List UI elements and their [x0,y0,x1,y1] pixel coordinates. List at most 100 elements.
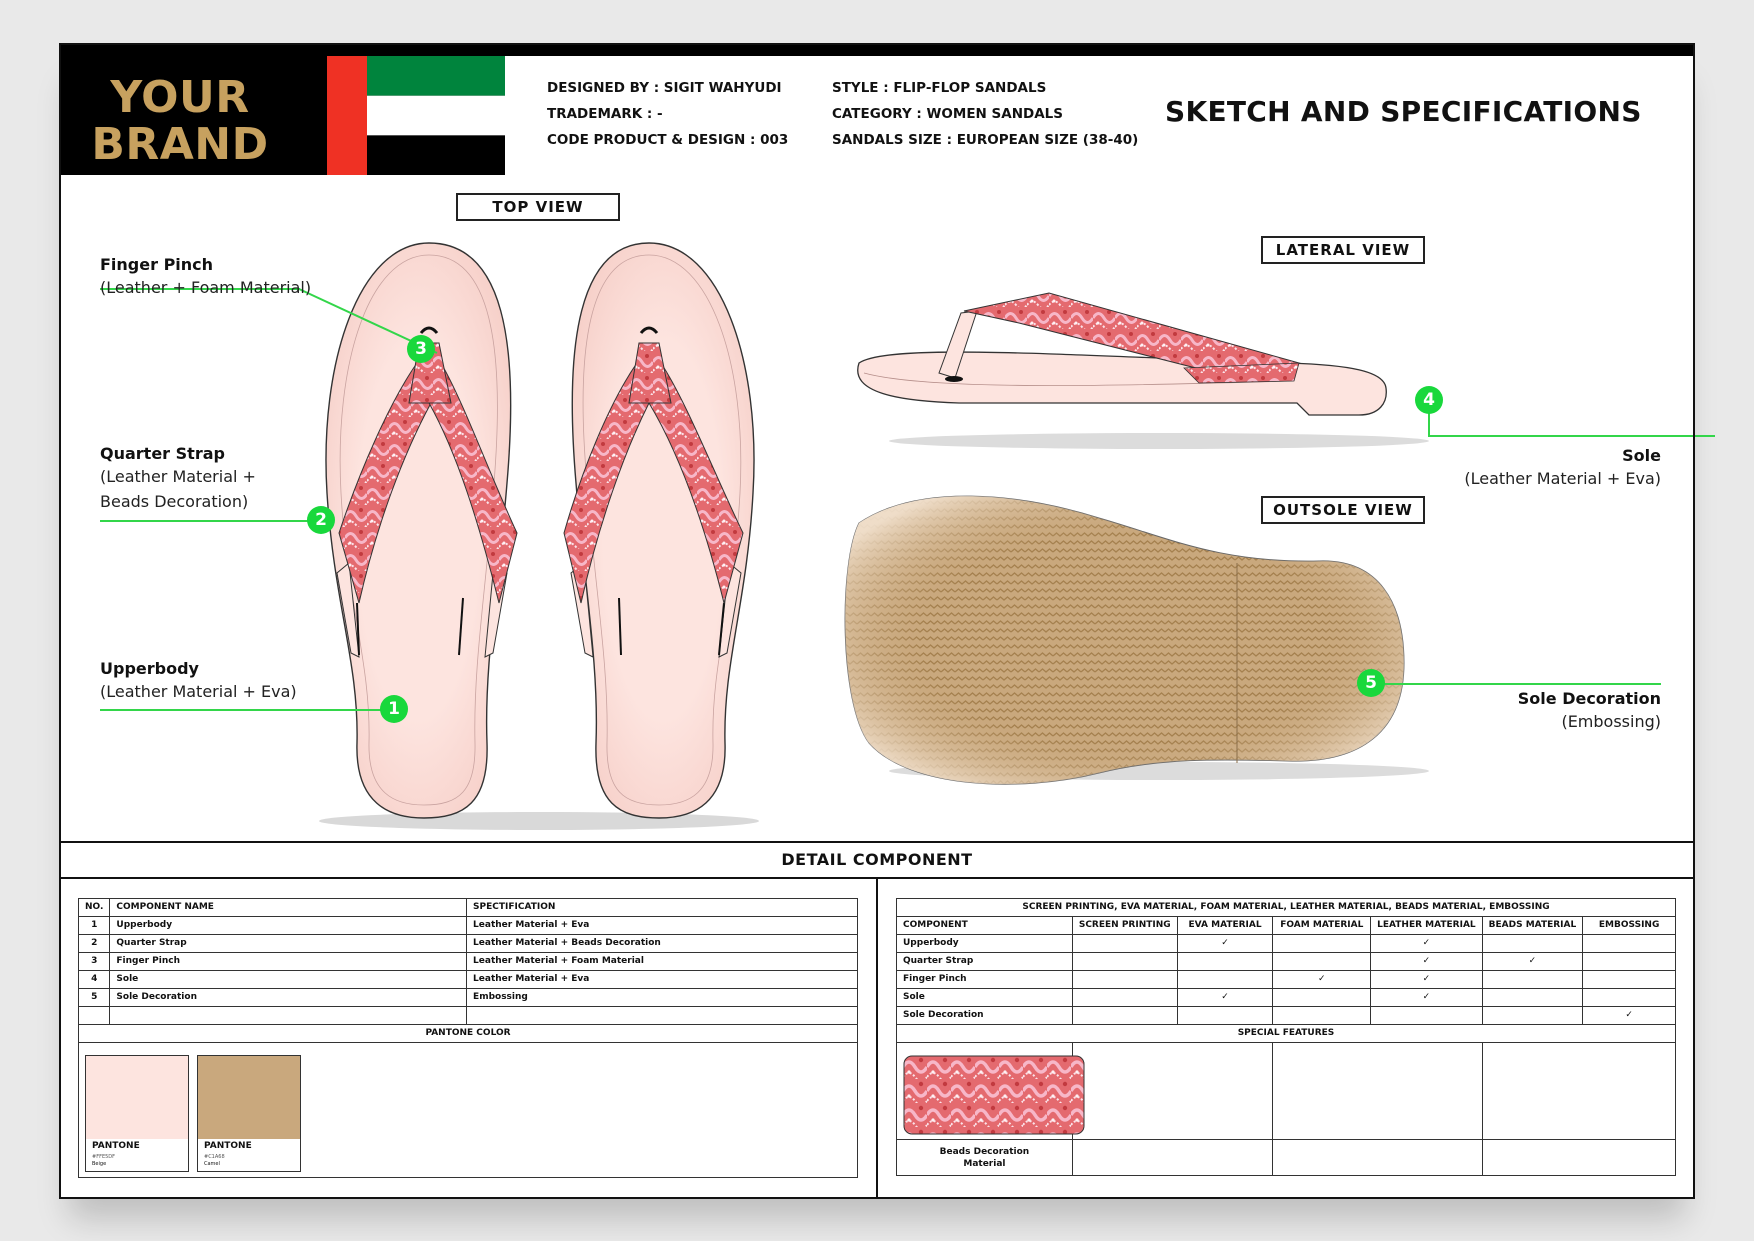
table-row: 3 Finger Pinch Leather Material + Foam M… [77,952,858,971]
callout-line-5 [1374,683,1661,685]
col-screen-printing: SCREEN PRINTING [1071,916,1178,935]
callout-line-1 [100,709,405,711]
style: STYLE : FLIP-FLOP SANDALS [832,80,1047,96]
cell: Sole [896,988,1073,1007]
detail-component-title: DETAIL COMPONENT [59,843,1695,879]
callout-badge-3: 3 [407,335,435,363]
cell: 2 [77,934,111,953]
table-row-empty [77,1006,858,1025]
cell: Quarter Strap [109,934,468,953]
col-eva-material: EVA MATERIAL [1176,916,1274,935]
cell: 3 [77,952,111,971]
cell [1272,952,1372,971]
table-row: 2 Quarter Strap Leather Material + Beads… [77,934,858,953]
callout-title-quarter-strap: Quarter Strap [100,444,225,463]
callout-sub-finger-pinch: (Leather + Foam Material) [100,278,312,297]
brand-logo: YOUR BRAND [79,74,281,168]
cell: Upperbody [109,916,468,935]
page-title: SKETCH AND SPECIFICATIONS [1165,95,1642,128]
special-caption-2: Material [963,1158,1006,1169]
meta-right: STYLE : FLIP-FLOP SANDALS CATEGORY : WOM… [832,75,1138,153]
cell [1370,1006,1483,1025]
beads-decoration-image [903,1055,1085,1135]
lateral-view-label: LATERAL VIEW [1261,236,1425,264]
cell: ✓ [1176,988,1274,1007]
callout-sub-sole-decoration: (Embossing) [1561,712,1661,731]
code-product: CODE PRODUCT & DESIGN : 003 [547,132,789,148]
callout-leader-4 [1428,400,1715,437]
cell: ✓ [1370,970,1483,989]
special-features-header: SPECIAL FEATURES [896,1024,1676,1043]
outsole-sole [844,495,1405,785]
cell: ✓ [1370,988,1483,1007]
special-feature-empty [1071,1139,1274,1176]
callout-badge-5: 5 [1357,669,1385,697]
pantone-label: PANTONE [204,1141,252,1151]
callout-title-finger-pinch: Finger Pinch [100,255,214,274]
brand-line-1: YOUR [110,72,250,123]
cell: Embossing [466,988,858,1007]
cell: 1 [77,916,111,935]
cell [1481,934,1584,953]
cell [1272,934,1372,953]
cell: Sole Decoration [109,988,468,1007]
cell [1071,952,1178,971]
cell: 5 [77,988,111,1007]
lateral-sandal [857,292,1387,416]
cell: Upperbody [896,934,1073,953]
cell: 4 [77,970,111,989]
cell [1071,970,1178,989]
callout-sub-quarter-strap: (Leather Material + Beads Decoration) [100,464,256,514]
cell [1071,1006,1178,1025]
table-row: Quarter Strap ✓ ✓ [896,952,1676,971]
cell [1071,988,1178,1007]
special-caption-1: Beads Decoration [939,1146,1030,1157]
sandal-illustrations [319,242,1429,830]
callout-sub-upperbody: (Leather Material + Eva) [100,682,297,701]
cell: Leather Material + Foam Material [466,952,858,971]
cell [1176,952,1274,971]
category: CATEGORY : WOMEN SANDALS [832,106,1063,122]
spec-sheet: YOUR BRAND DESIGNED BY : SIGIT WAHYUDI T… [59,43,1715,1199]
special-feature-caption: Beads Decoration Material [896,1139,1073,1176]
col-component: COMPONENT [896,916,1073,935]
cell: ✓ [1582,1006,1676,1025]
cell: Sole [109,970,468,989]
cell [1582,988,1676,1007]
table-row: 5 Sole Decoration Embossing [77,988,858,1007]
special-feature-empty [1071,1042,1274,1140]
cell: Quarter Strap [896,952,1073,971]
cell [1582,934,1676,953]
cell: ✓ [1370,934,1483,953]
cell: ✓ [1272,970,1372,989]
callout-badge-2: 2 [307,506,335,534]
sandals-size: SANDALS SIZE : EUROPEAN SIZE (38-40) [832,132,1139,148]
callout-sub-sole: (Leather Material + Eva) [1464,469,1661,488]
material-matrix-table: SCREEN PRINTING, EVA MATERIAL, FOAM MATE… [896,898,1677,1176]
cell [1481,970,1584,989]
table-row: Sole ✓ ✓ [896,988,1676,1007]
pantone-name: Camel [204,1161,220,1167]
col-foam-material: FOAM MATERIAL [1272,916,1372,935]
uae-flag-icon [327,56,505,175]
swatch-beige [86,1056,188,1139]
cell [1582,970,1676,989]
meta-left: DESIGNED BY : SIGIT WAHYUDI TRADEMARK : … [547,75,788,153]
brand-line-2: BRAND [91,119,269,170]
callout-line-2 [100,520,326,522]
cell [1176,970,1274,989]
special-feature-empty [1272,1139,1483,1176]
callout-sub-quarter-strap-1: (Leather Material + [100,467,256,486]
cell: Leather Material + Eva [466,970,858,989]
cell: Finger Pinch [109,952,468,971]
cell [1272,988,1372,1007]
cell: ✓ [1370,952,1483,971]
col-specification: SPECTIFICATION [466,898,858,917]
col-leather-material: LEATHER MATERIAL [1370,916,1483,935]
top-bar [59,43,1695,56]
pantone-name: Beige [92,1161,107,1167]
table-row: Finger Pinch ✓ ✓ [896,970,1676,989]
cell: Finger Pinch [896,970,1073,989]
materials-header: SCREEN PRINTING, EVA MATERIAL, FOAM MATE… [896,898,1676,917]
cell: Sole Decoration [896,1006,1073,1025]
